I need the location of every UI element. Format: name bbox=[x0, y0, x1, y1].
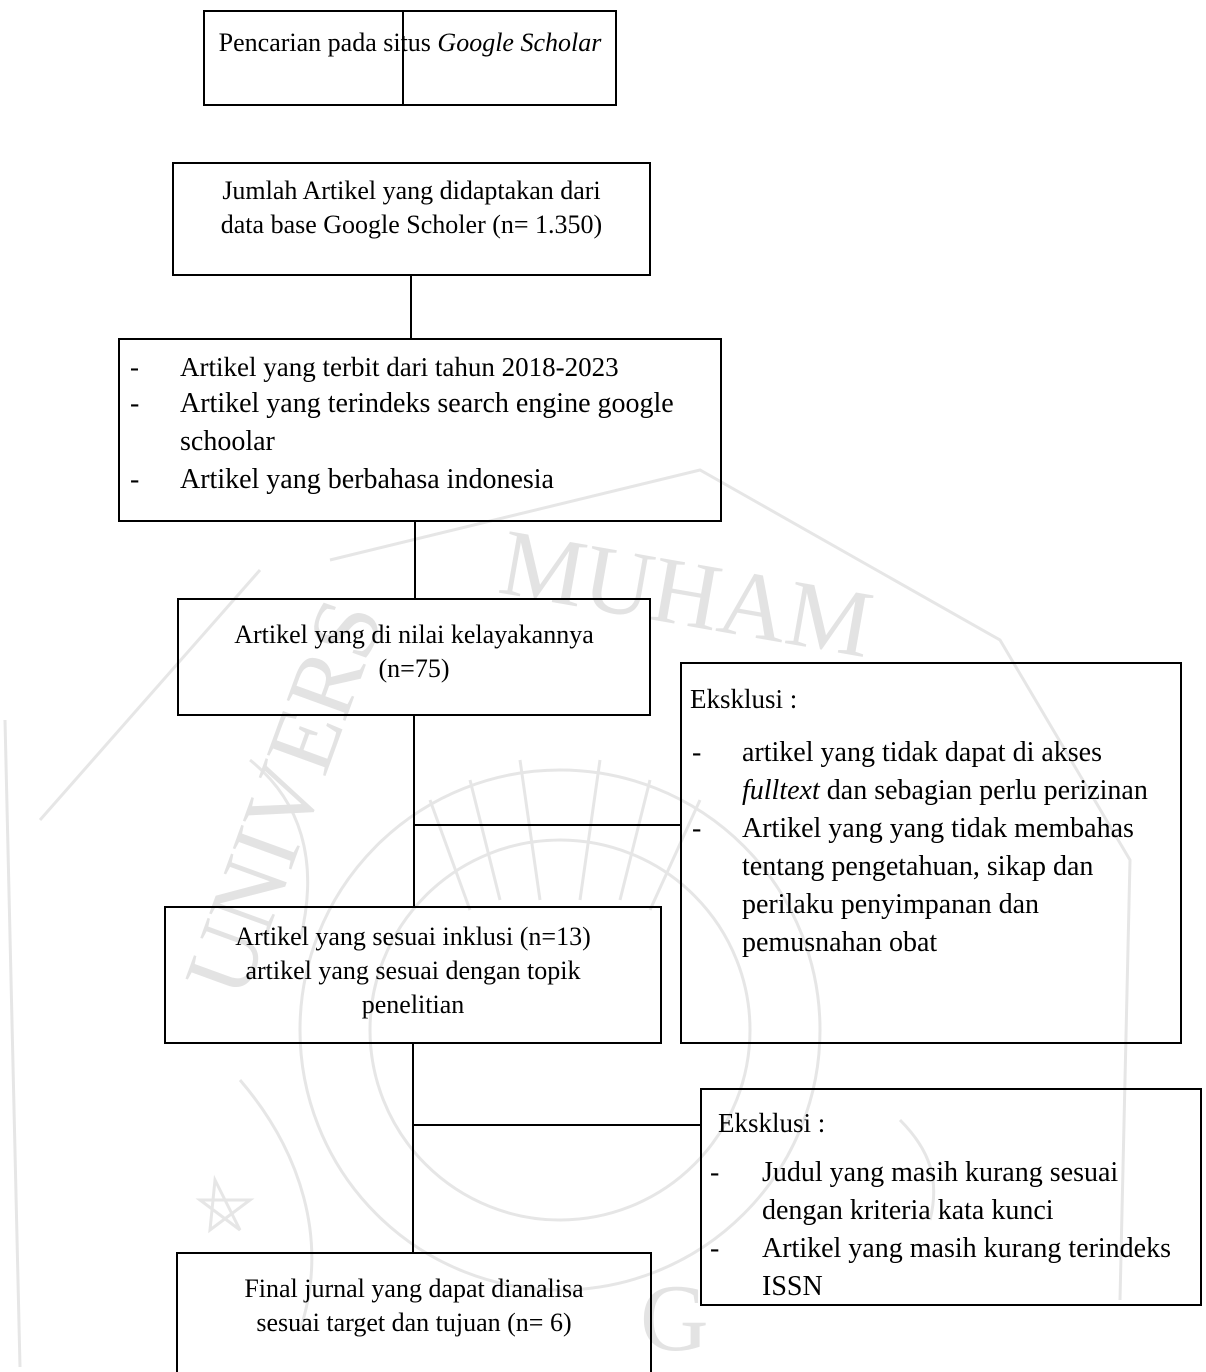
inclusion-matched-line1: Artikel yang sesuai inklusi (n=13) bbox=[235, 922, 591, 951]
connector-box1-internal bbox=[402, 10, 404, 104]
exclusion-1-list: - artikel yang tidak dapat di akses full… bbox=[690, 734, 1172, 962]
list-item: - artikel yang tidak dapat di akses full… bbox=[690, 734, 1172, 810]
list-item: - Judul yang masih kurang sesuai dengan … bbox=[710, 1154, 1192, 1230]
list-item-text: Artikel yang terindeks search engine goo… bbox=[180, 388, 674, 457]
list-item-text-cont: dan sebagian perlu perizinan bbox=[819, 775, 1148, 806]
search-source-box: Pencarian pada situs Google Scholar bbox=[203, 10, 617, 106]
exclusion-box-2: Eksklusi : - Judul yang masih kurang ses… bbox=[700, 1088, 1202, 1306]
connector-box4-box5 bbox=[413, 716, 415, 908]
inclusion-criteria-box: - Artikel yang terbit dari tahun 2018-20… bbox=[118, 338, 722, 522]
connector-to-exclusion-2 bbox=[412, 1124, 700, 1126]
list-item-text: Artikel yang yang tidak membahas tentang… bbox=[742, 813, 1134, 958]
inclusion-matched-line2: artikel yang sesuai dengan topik bbox=[245, 956, 581, 985]
list-bullet: - bbox=[130, 464, 140, 495]
list-bullet: - bbox=[130, 352, 139, 382]
list-item-text: Artikel yang berbahasa indonesia bbox=[180, 464, 554, 495]
exclusion-box-1: Eksklusi : - artikel yang tidak dapat di… bbox=[680, 662, 1182, 1044]
inclusion-matched-line3: penelitian bbox=[361, 990, 465, 1019]
exclusion-2-title: Eksklusi : bbox=[718, 1108, 826, 1138]
exclusion-1-title: Eksklusi : bbox=[690, 684, 798, 714]
inclusion-matched-box: Artikel yang sesuai inklusi (n=13) artik… bbox=[164, 906, 662, 1044]
connector-box2-box3 bbox=[410, 274, 412, 338]
list-bullet: - bbox=[710, 1157, 720, 1188]
search-source-italic: Google Scholar bbox=[437, 28, 602, 57]
list-item-text: Judul yang masih kurang sesuai dengan kr… bbox=[762, 1157, 1119, 1226]
final-journals-box: Final jurnal yang dapat dianalisa sesuai… bbox=[176, 1252, 652, 1372]
list-item-italic: fulltext bbox=[742, 775, 820, 806]
articles-found-box: Jumlah Artikel yang didaptakan dari data… bbox=[172, 162, 651, 276]
eligibility-line1: Artikel yang di nilai kelayakannya bbox=[234, 620, 594, 649]
list-bullet: - bbox=[692, 813, 702, 844]
final-journals-line2: sesuai target dan tujuan (n= 6) bbox=[256, 1308, 572, 1337]
list-item: - Artikel yang yang tidak membahas tenta… bbox=[690, 810, 1172, 962]
articles-found-line1: Jumlah Artikel yang didaptakan dari bbox=[222, 176, 601, 205]
connector-to-exclusion-1 bbox=[413, 824, 681, 826]
articles-found-line2: data base Google Scholer (n= 1.350) bbox=[220, 210, 603, 239]
list-item: - Artikel yang terbit dari tahun 2018-20… bbox=[130, 350, 710, 385]
list-item-text: Artikel yang terbit dari tahun 2018-2023 bbox=[180, 352, 619, 382]
search-source-text: Pencarian pada situs bbox=[218, 28, 438, 57]
exclusion-2-list: - Judul yang masih kurang sesuai dengan … bbox=[710, 1154, 1192, 1306]
final-journals-line1: Final jurnal yang dapat dianalisa bbox=[244, 1274, 584, 1303]
list-item-text: Artikel yang masih kurang terindeks ISSN bbox=[762, 1233, 1172, 1302]
inclusion-criteria-list: - Artikel yang terbit dari tahun 2018-20… bbox=[130, 350, 710, 499]
list-item: - Artikel yang terindeks search engine g… bbox=[130, 385, 710, 461]
connector-box5-box6 bbox=[412, 1042, 414, 1252]
list-item: - Artikel yang masih kurang terindeks IS… bbox=[710, 1230, 1192, 1306]
list-item-text: artikel yang tidak dapat di akses bbox=[742, 737, 1102, 768]
list-bullet: - bbox=[710, 1233, 720, 1264]
list-bullet: - bbox=[130, 388, 140, 419]
connector-box3-box4 bbox=[414, 520, 416, 598]
list-item: - Artikel yang berbahasa indonesia bbox=[130, 461, 710, 499]
eligibility-line2: (n=75) bbox=[378, 654, 450, 683]
list-bullet: - bbox=[692, 737, 702, 768]
eligibility-assessed-box: Artikel yang di nilai kelayakannya (n=75… bbox=[177, 598, 651, 716]
